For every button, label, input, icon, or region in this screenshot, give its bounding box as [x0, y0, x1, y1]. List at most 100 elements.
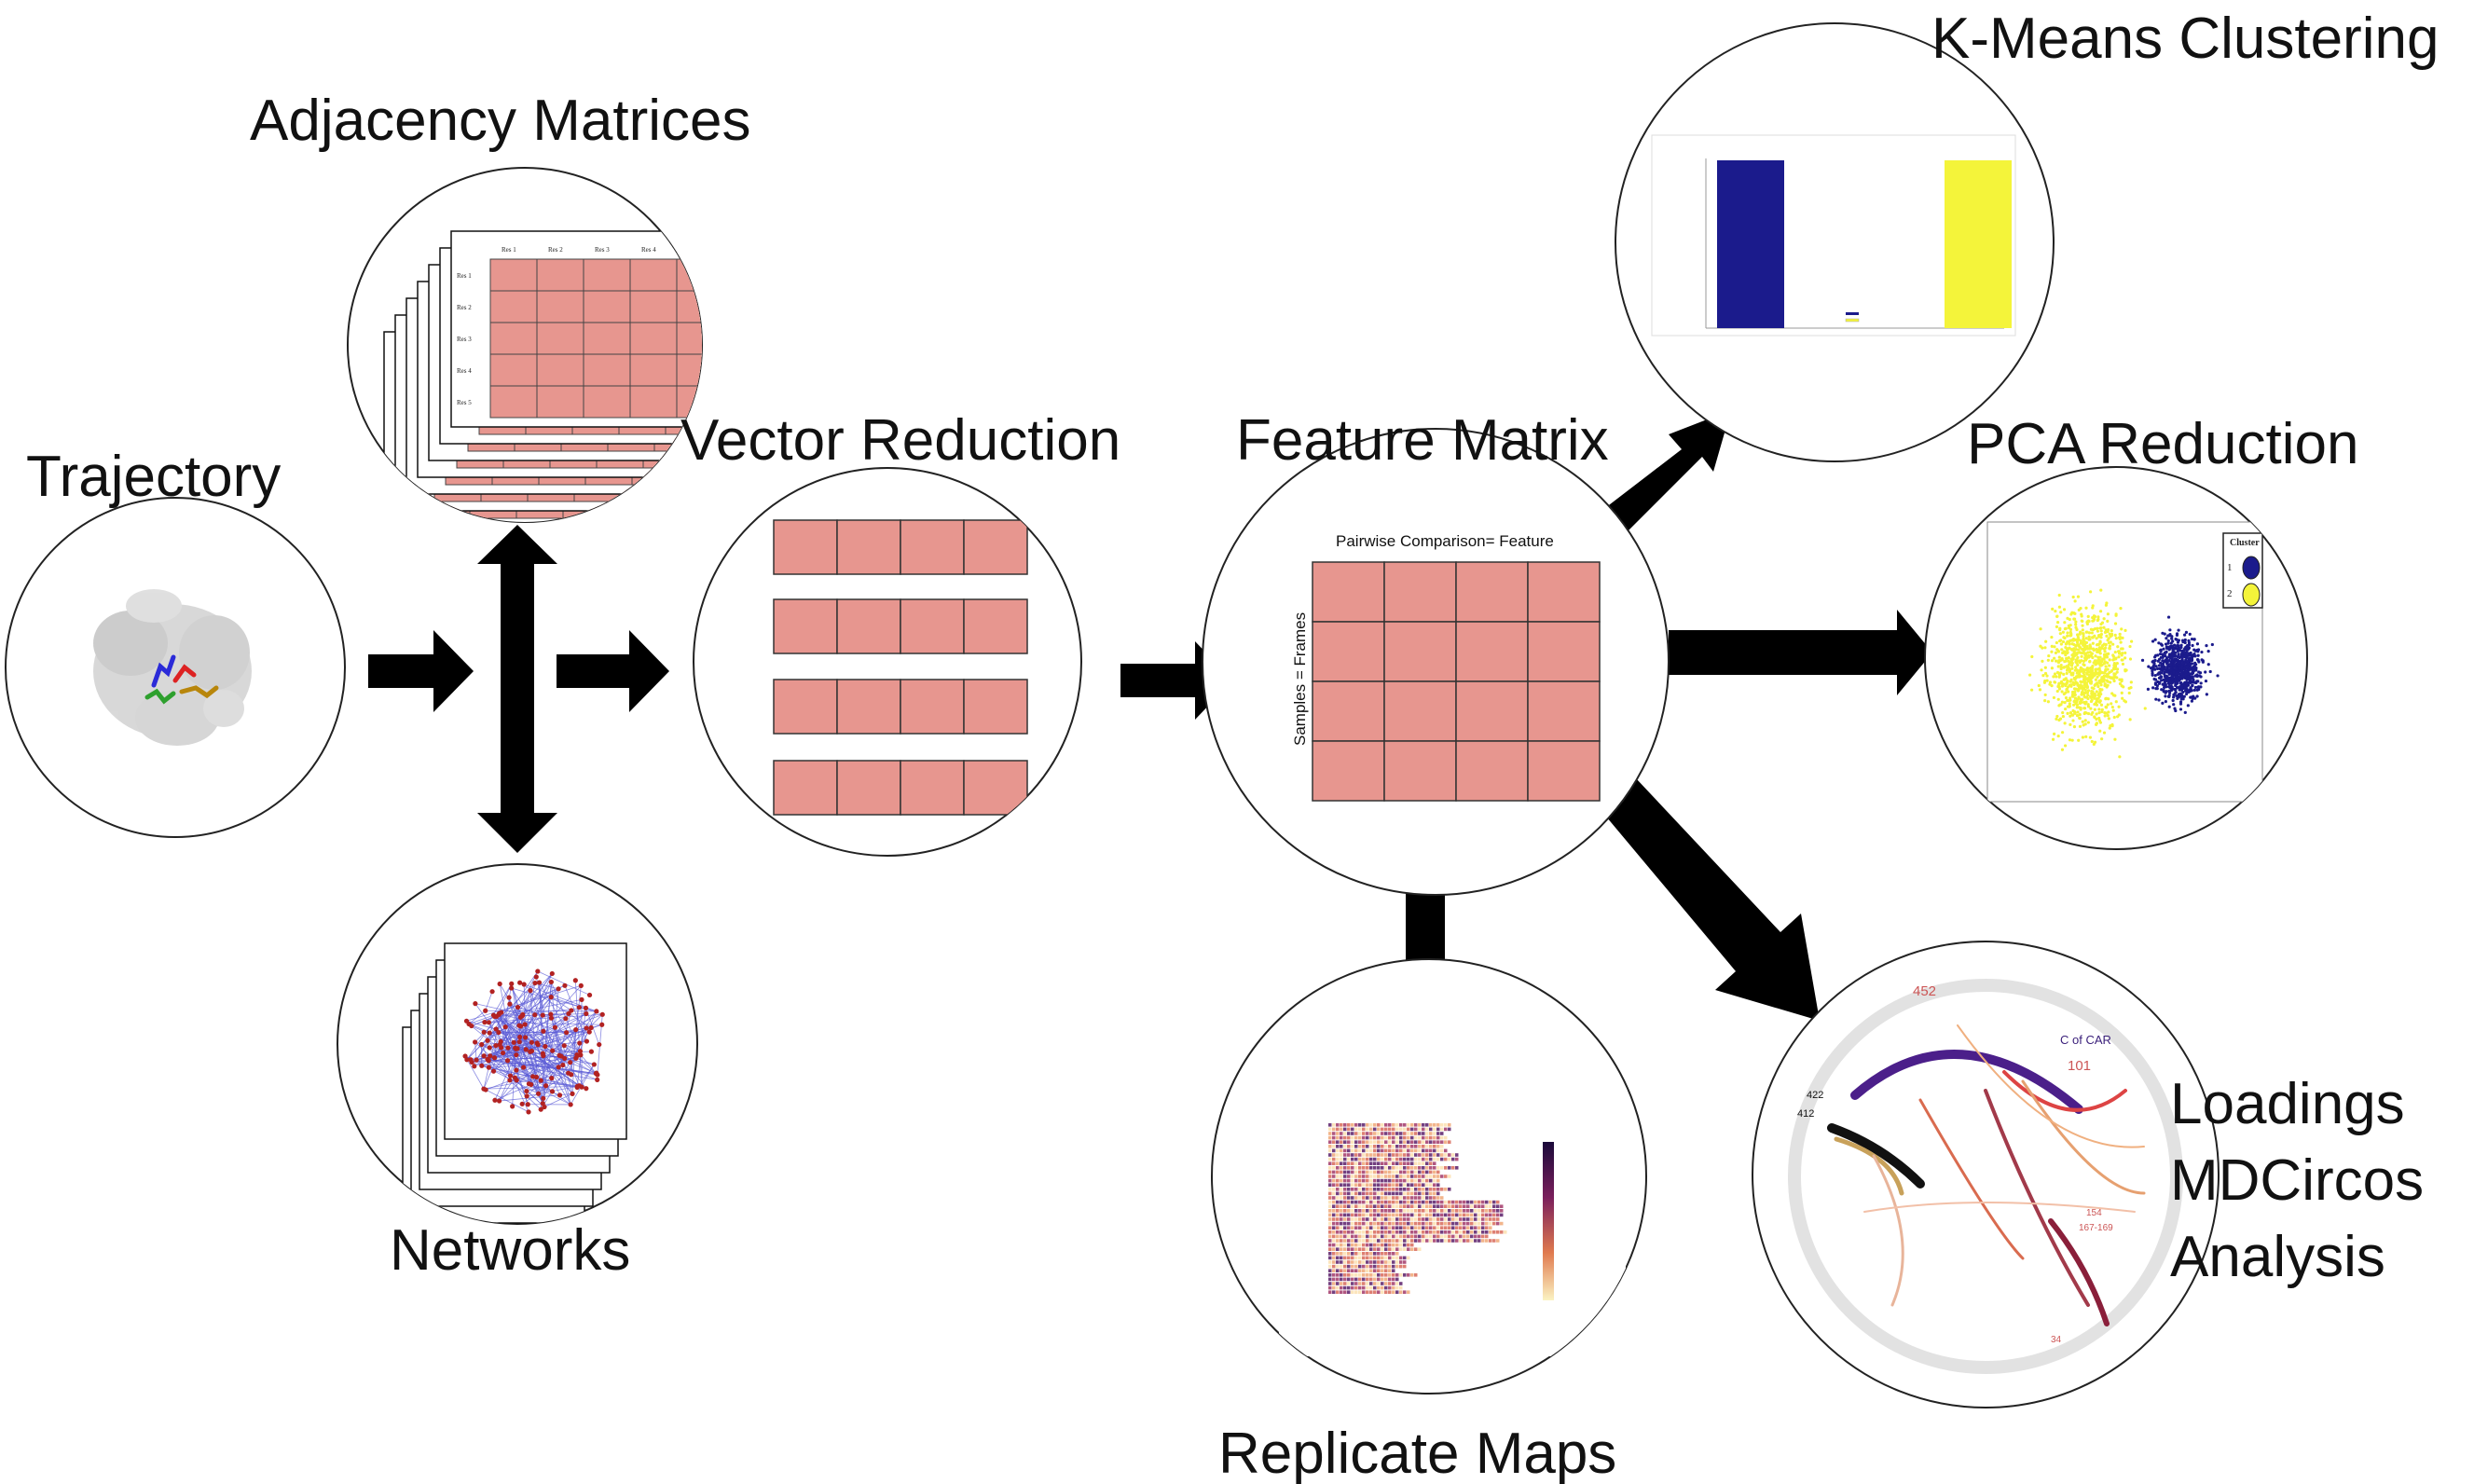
pca-point-cluster-2 — [2098, 729, 2102, 733]
replicate-cell — [1399, 1196, 1403, 1200]
pca-point-cluster-2 — [2071, 657, 2075, 661]
pca-point-cluster-1 — [2164, 691, 2167, 694]
replicate-cell — [1373, 1239, 1377, 1243]
pca-point-cluster-2 — [2118, 632, 2122, 636]
replicate-cell — [1340, 1127, 1343, 1132]
replicate-cell — [1429, 1196, 1433, 1200]
adjacency-cell — [536, 322, 584, 355]
replicate-cell — [1381, 1145, 1384, 1148]
vector-cell — [836, 519, 901, 575]
replicate-cell — [1377, 1273, 1381, 1277]
network-node — [522, 1035, 529, 1040]
replicate-cell — [1410, 1178, 1414, 1183]
pca-point-cluster-1 — [2165, 662, 2169, 666]
replicate-cell — [1343, 1188, 1347, 1191]
replicate-cell — [1369, 1140, 1373, 1144]
pca-point-cluster-2 — [2055, 717, 2058, 721]
pca-point-cluster-1 — [2168, 680, 2172, 684]
replicate-cell — [1410, 1247, 1414, 1251]
replicate-cell — [1414, 1170, 1418, 1175]
pca-point-cluster-1 — [2174, 646, 2178, 650]
pca-point-cluster-2 — [2128, 718, 2132, 721]
replicate-cell — [1395, 1234, 1399, 1239]
pca-point-cluster-2 — [2106, 639, 2110, 642]
pca-point-cluster-2 — [2066, 711, 2069, 715]
replicate-cell — [1448, 1140, 1451, 1144]
replicate-cell — [1340, 1140, 1343, 1144]
replicate-cell — [1455, 1204, 1459, 1208]
pca-point-cluster-2 — [2044, 639, 2048, 643]
replicate-cell — [1392, 1135, 1395, 1140]
network-node — [548, 1011, 554, 1017]
replicate-cell — [1440, 1127, 1444, 1132]
replicate-cell — [1377, 1153, 1381, 1157]
replicate-cell — [1351, 1166, 1354, 1170]
replicate-cell — [1340, 1178, 1343, 1183]
pca-point-cluster-2 — [2053, 680, 2057, 684]
pca-point-cluster-2 — [2059, 611, 2063, 614]
pca-point-cluster-1 — [2195, 642, 2200, 646]
pca-point-cluster-2 — [2054, 609, 2057, 613]
adjacency-cell — [629, 290, 678, 323]
replicate-cell — [1332, 1234, 1336, 1239]
replicate-cell — [1466, 1213, 1470, 1217]
pca-point-cluster-1 — [2164, 653, 2167, 658]
replicate-cell — [1429, 1140, 1433, 1144]
replicate-cell — [1425, 1191, 1429, 1196]
replicate-cell — [1470, 1234, 1474, 1239]
replicate-cell — [1336, 1213, 1340, 1217]
pca-point-cluster-2 — [2108, 664, 2111, 667]
replicate-cell — [1340, 1204, 1343, 1208]
replicate-cell — [1455, 1226, 1459, 1230]
replicate-cell — [1366, 1239, 1369, 1243]
replicate-cell — [1332, 1145, 1336, 1148]
pca-point-cluster-2 — [2056, 650, 2060, 653]
replicate-cell — [1403, 1256, 1407, 1260]
replicate-cell — [1395, 1217, 1399, 1221]
replicate-cell — [1425, 1200, 1429, 1204]
replicate-cell — [1433, 1213, 1436, 1217]
network-node — [529, 1039, 535, 1045]
replicate-cell — [1395, 1123, 1399, 1127]
pca-point-cluster-2 — [2077, 671, 2082, 675]
replicate-cell — [1377, 1204, 1381, 1208]
replicate-cell — [1489, 1230, 1492, 1234]
pca-point-cluster-1 — [2173, 688, 2177, 692]
replicate-cell — [1384, 1264, 1388, 1269]
network-node — [516, 1039, 522, 1045]
replicate-cell — [1340, 1221, 1343, 1226]
pca-point-cluster-2 — [2099, 625, 2103, 630]
pca-point-cluster-2 — [2074, 659, 2078, 663]
replicate-cell — [1403, 1132, 1407, 1135]
pca-point-cluster-2 — [2097, 716, 2101, 721]
pca-point-cluster-2 — [2105, 706, 2109, 709]
replicate-cell — [1444, 1209, 1448, 1213]
replicate-cell — [1351, 1226, 1354, 1230]
replicate-cell — [1347, 1247, 1351, 1251]
replicate-cell — [1414, 1132, 1418, 1135]
replicate-cell — [1377, 1191, 1381, 1196]
replicate-cell — [1384, 1243, 1388, 1247]
replicate-cell — [1332, 1243, 1336, 1247]
replicate-cell — [1407, 1221, 1410, 1226]
replicate-cell — [1381, 1200, 1384, 1204]
pca-point-cluster-2 — [2064, 695, 2069, 700]
replicate-cell — [1336, 1204, 1340, 1208]
network-node — [560, 1062, 566, 1068]
replicate-cell — [1328, 1290, 1332, 1294]
pca-point-cluster-2 — [2110, 669, 2113, 673]
replicate-cell — [1455, 1166, 1459, 1170]
replicate-cell — [1351, 1260, 1354, 1264]
replicate-cell — [1395, 1243, 1399, 1247]
replicate-cell — [1388, 1178, 1392, 1183]
adjacency-cell — [536, 290, 584, 323]
replicate-cell — [1395, 1277, 1399, 1282]
replicate-cell — [1414, 1191, 1418, 1196]
replicate-cell — [1377, 1178, 1381, 1183]
replicate-cell — [1407, 1200, 1410, 1204]
pca-point-cluster-1 — [2157, 641, 2161, 645]
network-node — [577, 1049, 584, 1054]
replicate-cell — [1347, 1191, 1351, 1196]
pca-point-cluster-2 — [2056, 684, 2060, 688]
pca-point-cluster-2 — [2070, 666, 2074, 670]
